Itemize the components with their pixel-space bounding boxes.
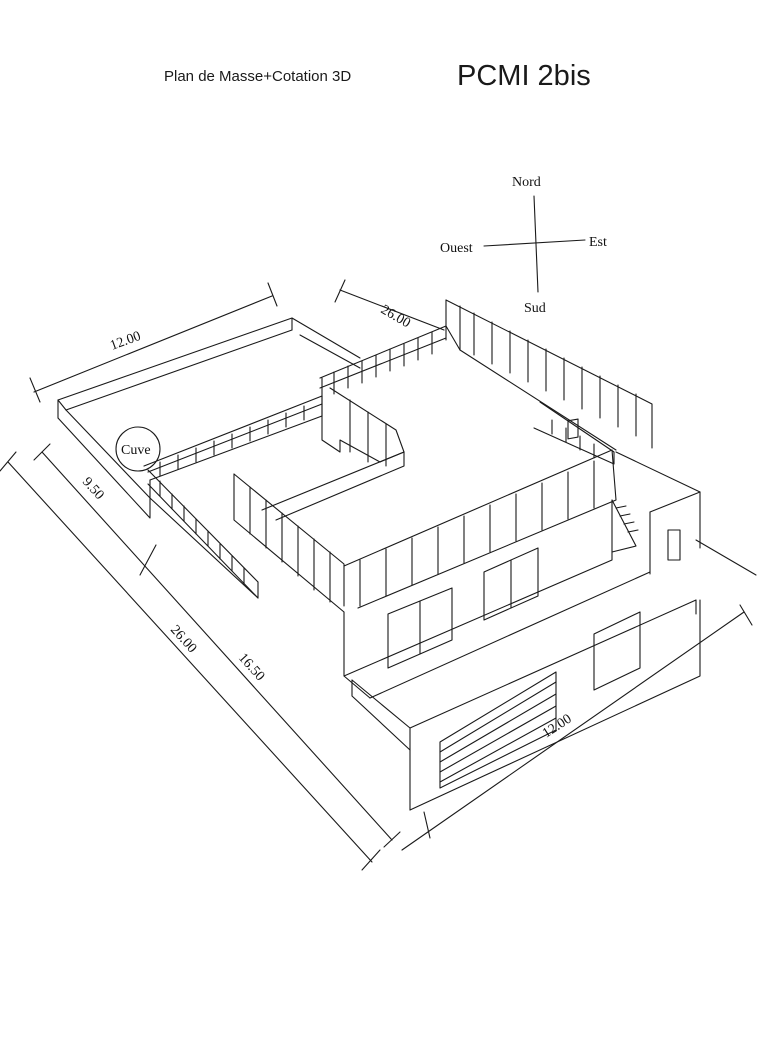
compass-east-label: Est	[589, 235, 607, 250]
dim-left-mid: 16.50	[235, 651, 267, 684]
compass-north-label: Nord	[512, 175, 541, 190]
compass-rose: Nord Sud Est Ouest	[440, 175, 607, 316]
compass-north-south-axis	[533, 195, 539, 293]
lower-terrace	[143, 395, 323, 599]
dim-top-right: 26.00	[378, 302, 413, 331]
compass-west-label: Ouest	[440, 241, 473, 256]
drawing-title: PCMI 2bis	[457, 60, 591, 92]
house-block	[233, 299, 701, 811]
garden-enclosure	[57, 317, 361, 519]
compass-south-label: Sud	[524, 301, 546, 316]
dimension-lines	[0, 279, 757, 871]
cuve-label: Cuve	[121, 443, 151, 458]
dim-left-short: 9.50	[79, 475, 107, 503]
drawing-subtitle: Plan de Masse+Cotation 3D	[164, 68, 352, 85]
cuve-tank: Cuve	[115, 426, 161, 472]
dim-left-long: 26.00	[167, 623, 199, 656]
dimension-labels: 12.00 26.00 9.50 26.00 16.50 12.00	[79, 302, 575, 741]
compass-east-west-axis	[483, 239, 586, 247]
